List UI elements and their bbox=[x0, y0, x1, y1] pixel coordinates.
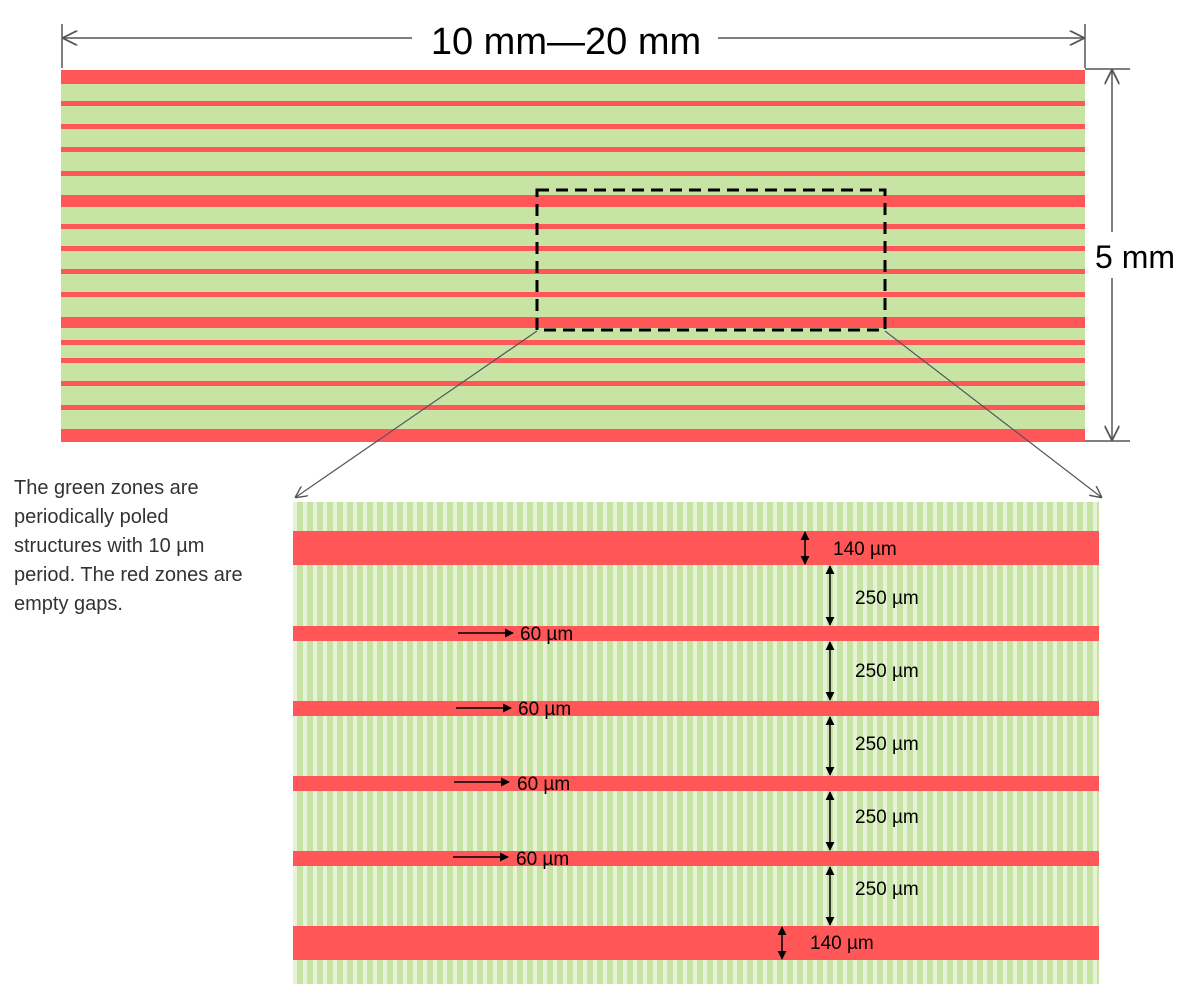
overview-gap-stripe bbox=[61, 358, 1085, 363]
overview-gap-stripe bbox=[61, 292, 1085, 297]
detail-poled-background bbox=[293, 502, 1099, 984]
detail-inner-gap bbox=[293, 851, 1099, 866]
height-dimension: 5 mm bbox=[1085, 68, 1175, 442]
green-zone-label: 250 µm bbox=[855, 588, 919, 609]
inner-gap-label: 60 µm bbox=[516, 849, 569, 870]
height-label: 5 mm bbox=[1095, 239, 1175, 275]
detail-inner-gap bbox=[293, 701, 1099, 716]
overview-gap-stripe bbox=[61, 340, 1085, 345]
detail-inner-gap bbox=[293, 626, 1099, 641]
caption-text: The green zones are periodically poled s… bbox=[14, 477, 243, 615]
detail-annotations: 140 µm 250 µm 250 µm 250 µm 250 µm 250 µ… bbox=[453, 531, 919, 960]
green-zone-label: 250 µm bbox=[855, 734, 919, 755]
outer-gap-label-bottom: 140 µm bbox=[810, 933, 874, 954]
green-zone-label: 250 µm bbox=[855, 807, 919, 828]
overview-gap-stripe bbox=[61, 269, 1085, 274]
overview-gap-stripe bbox=[61, 381, 1085, 386]
overview-gap-stripe bbox=[61, 317, 1085, 328]
zoom-connectors bbox=[296, 330, 1101, 497]
inner-gap-label: 60 µm bbox=[518, 699, 571, 720]
width-dimension: 10 mm—20 mm bbox=[61, 21, 1086, 68]
overview-gap-stripe bbox=[61, 147, 1085, 152]
zoom-connector-right bbox=[884, 330, 1101, 497]
inner-gap-label: 60 µm bbox=[520, 624, 573, 645]
overview-gap-stripe bbox=[61, 246, 1085, 251]
detail-outer-gap-top bbox=[293, 531, 1099, 565]
green-zone-label: 250 µm bbox=[855, 661, 919, 682]
green-zone-label: 250 µm bbox=[855, 879, 919, 900]
width-label: 10 mm—20 mm bbox=[431, 21, 701, 63]
outer-gap-label-top: 140 µm bbox=[833, 539, 897, 560]
detail-view bbox=[293, 502, 1099, 984]
overview-gap-stripe bbox=[61, 171, 1085, 176]
inner-gap-label: 60 µm bbox=[517, 774, 570, 795]
zoom-region-box bbox=[535, 188, 887, 332]
detail-inner-gap bbox=[293, 776, 1099, 791]
overview-green-background bbox=[61, 70, 1085, 442]
overview-gap-stripe bbox=[61, 224, 1085, 229]
overview-gap-stripe bbox=[61, 101, 1085, 106]
overview-gap-stripe bbox=[61, 429, 1085, 442]
detail-outer-gap-bottom bbox=[293, 926, 1099, 960]
overview-gap-stripe bbox=[61, 195, 1085, 207]
overview-gap-stripe bbox=[61, 124, 1085, 129]
overview-gap-stripes bbox=[61, 70, 1085, 442]
overview-gap-stripe bbox=[61, 405, 1085, 410]
overview-gap-stripe bbox=[61, 70, 1085, 84]
zoom-connector-left bbox=[296, 330, 538, 497]
overview-chip bbox=[61, 70, 1085, 442]
